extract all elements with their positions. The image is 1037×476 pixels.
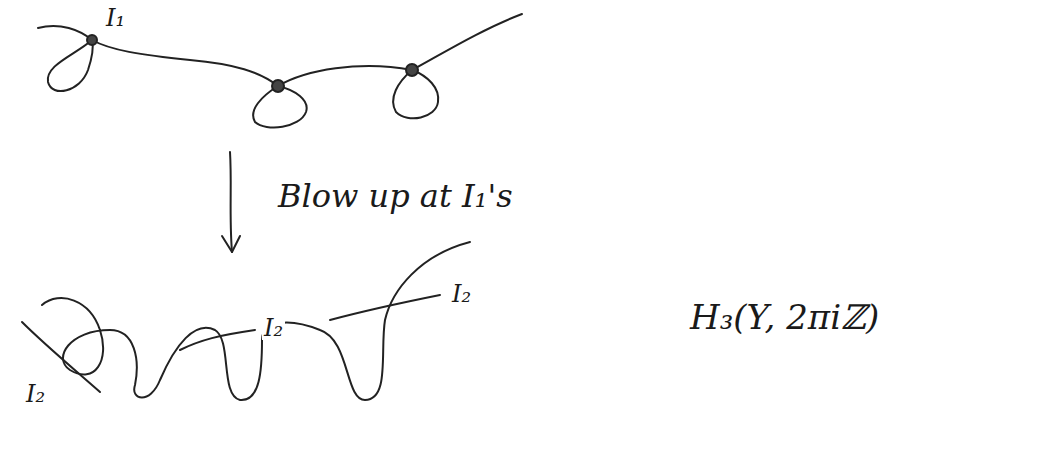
homology-label: H₃(Y, 2πiℤ) bbox=[690, 300, 879, 334]
node-loop bbox=[393, 70, 438, 118]
operation-label: Blow up at I₁'s bbox=[278, 180, 513, 212]
node-dot bbox=[272, 80, 284, 92]
curve-label: I₂ bbox=[24, 382, 47, 406]
arrow-head bbox=[222, 236, 240, 252]
curve-label: I₁ bbox=[104, 6, 127, 30]
curve-label: I₂ bbox=[450, 282, 473, 306]
exceptional-curve bbox=[330, 295, 440, 320]
curve-label: I₂ bbox=[262, 316, 285, 340]
exceptional-curve bbox=[180, 330, 255, 350]
node-loop bbox=[48, 40, 93, 91]
node-dot bbox=[87, 35, 97, 45]
node-dot bbox=[406, 64, 418, 76]
arrow bbox=[230, 152, 232, 252]
strict-transform bbox=[42, 242, 470, 400]
